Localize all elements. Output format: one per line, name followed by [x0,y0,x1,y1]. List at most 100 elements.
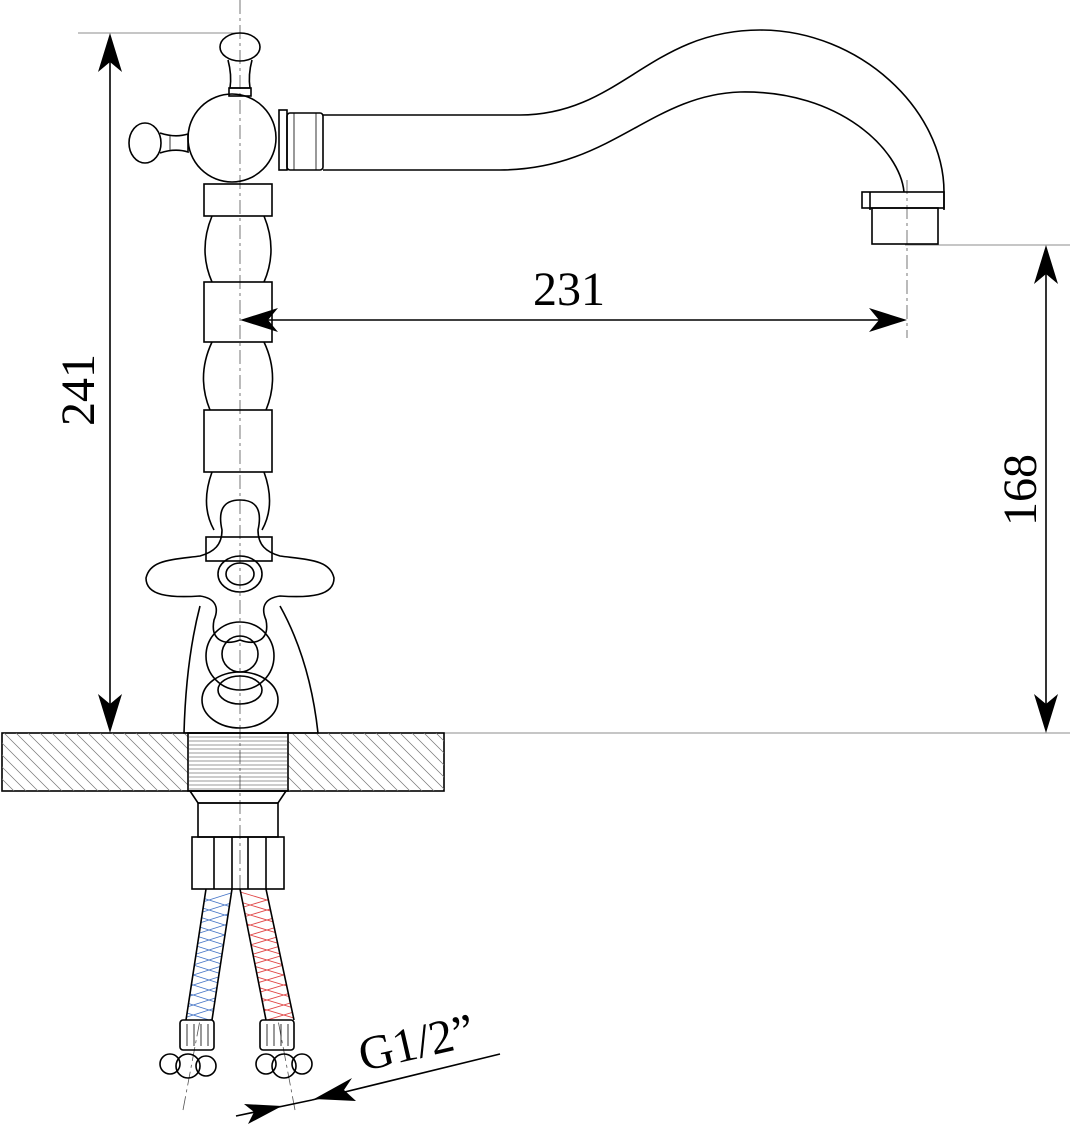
drawing-line [351,733,411,791]
drawing-line [288,764,315,791]
drawing-line [303,733,363,791]
drawing-line [186,989,232,1020]
drawing-line [484,733,542,791]
drawing-line [240,969,294,1011]
drawing-line [472,733,530,791]
drawing-line [63,733,123,791]
height-total-label: 241 [52,354,105,426]
drawing-line [208,733,266,791]
drawing-line [208,733,266,791]
drawing-line [484,733,542,791]
drawing-line [147,733,188,774]
drawing-line [186,939,232,981]
extension-lines [10,32,1070,734]
drawing-line [186,969,232,1011]
drawing-line [186,959,232,1001]
spout-reach-label: 231 [533,263,605,316]
drawing-line [159,733,188,762]
drawing-line [240,889,294,931]
drawing-line [339,733,399,791]
drawing-line [240,949,294,991]
spout-height-label: 168 [994,454,1047,526]
drawing-line [186,979,232,1020]
drawing-line [508,733,566,791]
drawing-line [186,909,232,951]
center-lines [182,0,908,1111]
drawing-line [240,979,294,1020]
cold-water-hose [159,888,233,1079]
drawing-line [2,778,15,791]
drawing-line [186,919,232,961]
drawing-line [375,733,435,791]
drawing-line [460,733,518,791]
drawing-line [232,733,290,791]
faucet-body [128,32,335,734]
drawing-line [171,733,188,750]
drawing-line [186,1019,232,1020]
drawing-line [291,733,351,791]
drawing-line [220,733,278,791]
drawing-line [186,889,232,921]
drawing-line [75,733,135,791]
drawing-line [240,919,294,961]
drawing-line [399,733,444,778]
drawing-line [240,929,294,971]
drawing-line [448,733,506,791]
drawing-line [186,899,232,941]
drawing-line [39,733,99,791]
drawing-line [327,733,387,791]
drawing-line [496,733,554,791]
under-fitting [188,790,288,890]
drawing-line [288,752,327,791]
drawing-line [196,733,254,791]
drawing-line [87,733,147,791]
drawing-line [508,733,566,791]
drawing-line [448,733,506,791]
drawing-line [460,733,518,791]
dimension-spout-reach: 231 [240,263,907,332]
drawing-line [186,929,232,971]
drawing-line [288,776,303,791]
drawing-line [15,733,75,791]
drawing-line [240,909,294,951]
dimension-spout-height: 168 [994,245,1058,733]
drawing-line [288,740,339,791]
drawing-line [288,788,291,791]
drawing-line [3,733,63,791]
drawing-line [186,889,232,931]
drawing-line [184,733,242,791]
drawing-line [220,733,278,791]
drawing-line [186,1009,232,1020]
drawing-line [51,733,111,791]
thread-size-label: G1/2” [353,1004,479,1082]
drawing-line [240,889,294,921]
hot-water-hose [239,888,313,1079]
drawing-line [496,733,554,791]
drawing-line [411,733,444,766]
drawing-line [387,733,444,790]
drawing-line [2,754,39,791]
drawing-line [99,733,159,791]
drawing-line [2,766,27,791]
drawing-line [186,949,232,991]
drawing-line [240,939,294,981]
spout [323,29,945,245]
dimension-total-height: 241 [52,33,122,733]
drawing-line [240,989,294,1020]
drawing-line [423,733,444,754]
drawing-line [27,733,87,791]
drawing-line [315,733,375,791]
drawing-line [186,1019,232,1020]
drawing-line [196,733,254,791]
drawing-line [240,959,294,1001]
drawing-line [135,733,188,786]
countertop-section [1,732,566,792]
drawing-line [240,899,294,941]
drawing-line [186,1009,232,1020]
drawing-line [472,733,530,791]
drawing-line [123,733,183,791]
drawing-line [111,733,171,791]
drawing-line [183,733,188,738]
drawing-line [363,733,423,791]
